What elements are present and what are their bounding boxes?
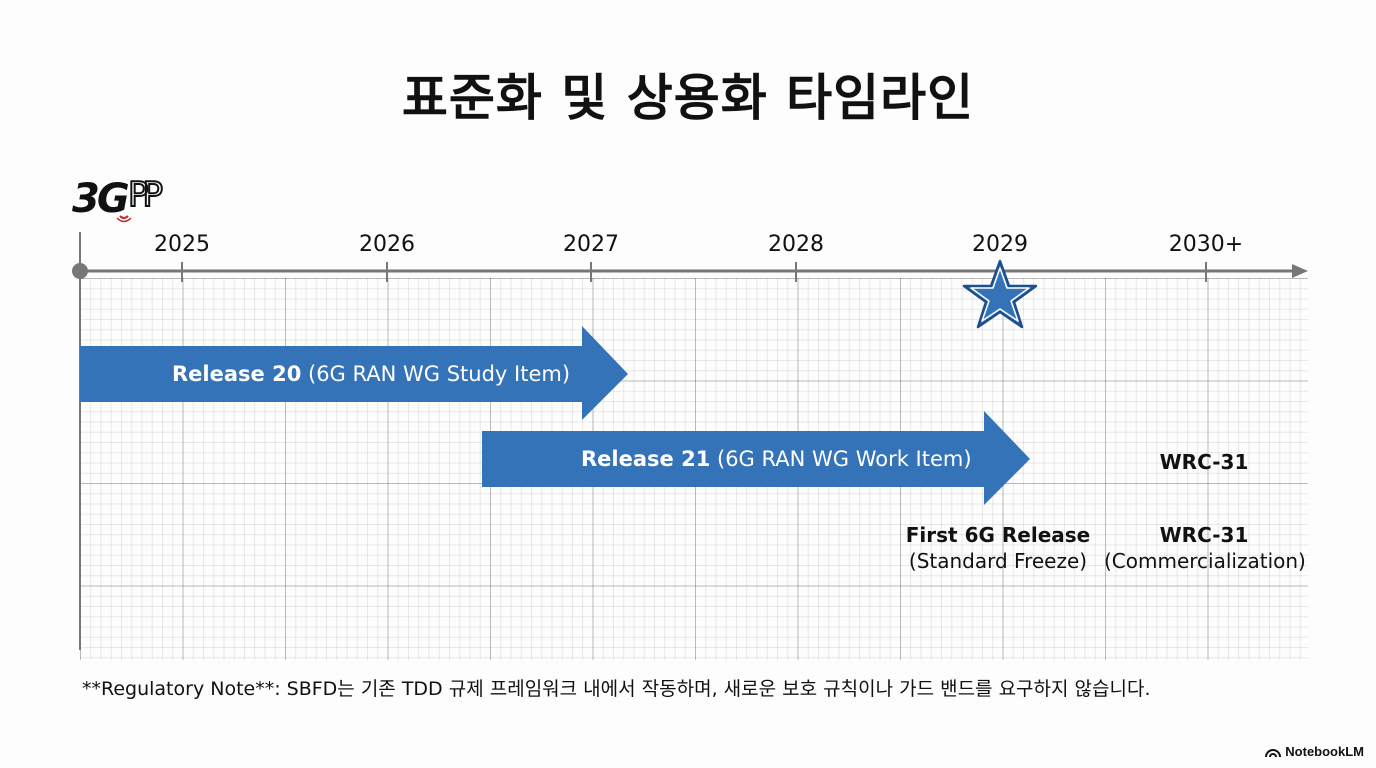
release-21-name: Release 21 bbox=[581, 447, 711, 471]
release-21-arrow bbox=[482, 411, 1030, 505]
regulatory-note: **Regulatory Note**: SBFD는 기존 TDD 규제 프레임… bbox=[82, 678, 1151, 700]
svg-text:3G: 3G bbox=[72, 176, 129, 222]
wrc-31-label: WRC-31 bbox=[1152, 449, 1256, 475]
year-label-2026: 2026 bbox=[359, 232, 415, 257]
release-20-name: Release 20 bbox=[172, 362, 302, 386]
year-label-2027: 2027 bbox=[563, 232, 619, 257]
wrc-31-commercialization-sub: (Commercialization) bbox=[1104, 549, 1306, 573]
star-icon bbox=[962, 259, 1038, 329]
year-label-2025: 2025 bbox=[154, 232, 210, 257]
release-21-label: Release 21 (6G RAN WG Work Item) bbox=[581, 447, 972, 471]
wrc-31-title: WRC-31 bbox=[1159, 450, 1249, 474]
notebooklm-brand: NotebookLM bbox=[1265, 744, 1364, 759]
brand-label: NotebookLM bbox=[1285, 744, 1364, 759]
page-title: 표준화 및 상용화 타임라인 bbox=[401, 69, 975, 127]
first-6g-release-milestone: First 6G Release (Standard Freeze) bbox=[900, 522, 1096, 574]
year-label-2029: 2029 bbox=[972, 232, 1028, 257]
release-20-arrow bbox=[80, 326, 628, 420]
release-21-desc: (6G RAN WG Work Item) bbox=[717, 447, 972, 471]
first-6g-release-sub: (Standard Freeze) bbox=[908, 549, 1088, 573]
year-label-2028: 2028 bbox=[768, 232, 824, 257]
release-20-desc: (6G RAN WG Study Item) bbox=[308, 362, 571, 386]
wrc-31-commercialization-milestone: WRC-31 (Commercialization) bbox=[1104, 522, 1306, 574]
release-20-label: Release 20 (6G RAN WG Study Item) bbox=[172, 362, 570, 386]
3gpp-logo: 3G PP bbox=[72, 174, 170, 223]
notebooklm-icon bbox=[1265, 748, 1282, 757]
year-label-2030-plus: 2030+ bbox=[1168, 232, 1244, 257]
wrc-31-commercialization-title: WRC-31 bbox=[1159, 523, 1249, 547]
first-6g-release-title: First 6G Release bbox=[905, 523, 1091, 547]
